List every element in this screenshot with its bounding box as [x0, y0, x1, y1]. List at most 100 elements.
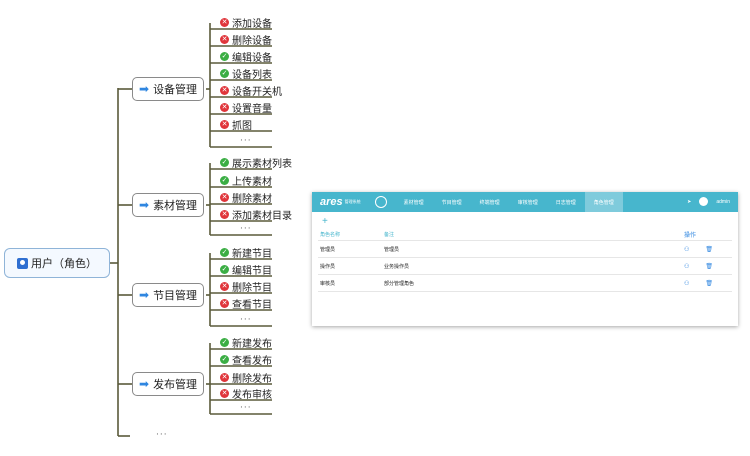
- app-nav: 素材管理 节目管理 终端管理 审核管理 日志管理 角色管理: [374, 192, 623, 212]
- permission-label: 新建发布: [232, 339, 272, 350]
- col-remark: 备注: [384, 231, 395, 238]
- permission-item: ✓新建节目: [220, 245, 272, 260]
- permission-item: ✓设备列表: [220, 66, 272, 81]
- delete-icon[interactable]: 🗑: [705, 263, 714, 270]
- branch-node: ➡发布管理: [132, 372, 204, 396]
- branch-label: 素材管理: [153, 199, 198, 212]
- col-ops: 操作: [684, 232, 697, 239]
- permission-item: ✓编辑节目: [220, 262, 272, 277]
- cross-icon: ✕: [220, 373, 229, 382]
- arrow-right-icon: ➡: [139, 82, 150, 96]
- add-role-button[interactable]: +: [322, 216, 328, 227]
- permission-label: 设备开关机: [232, 87, 282, 98]
- arrow-right-icon: ➡: [139, 288, 150, 302]
- arrow-right-icon: ➡: [139, 198, 150, 212]
- permission-label: 删除节目: [232, 283, 272, 294]
- arrow-right-icon: ➡: [139, 377, 150, 391]
- check-icon: ✓: [220, 176, 229, 185]
- embedded-app-screenshot: ares 管理系统 素材管理 节目管理 终端管理 审核管理 日志管理 角色管理 ➤ adm…: [312, 192, 738, 326]
- delete-icon[interactable]: 🗑: [705, 246, 714, 253]
- permission-item: ✕删除素材: [220, 190, 272, 205]
- permission-label: 删除设备: [232, 36, 272, 47]
- check-icon: ✓: [220, 248, 229, 257]
- permission-item: ✕删除发布: [220, 370, 272, 385]
- role-name: 管理员: [320, 246, 336, 253]
- table-row: 审核员部分管理角色⚇🗑: [318, 275, 732, 292]
- assign-user-icon[interactable]: ⚇: [684, 246, 690, 253]
- nav-item[interactable]: 角色管理: [584, 192, 623, 212]
- app-user-area: ➤ admin: [687, 197, 730, 206]
- nav-item[interactable]: 终端管理: [479, 199, 500, 206]
- more-items-ellipsis: ···: [240, 403, 252, 413]
- permission-item: ✓新建发布: [220, 335, 272, 350]
- permission-label: 上传素材: [232, 177, 272, 188]
- app-top-bar: ares 管理系统 素材管理 节目管理 终端管理 审核管理 日志管理 角色管理 ➤ adm…: [312, 192, 738, 212]
- user-name: admin: [716, 198, 730, 205]
- permission-label: 设备列表: [232, 70, 272, 81]
- permission-item: ✕抓图: [220, 117, 252, 132]
- root-node: 用户（角色）: [4, 248, 110, 278]
- permission-label: 添加设备: [232, 19, 272, 30]
- permission-label: 抓图: [232, 121, 252, 132]
- branch-node: ➡素材管理: [132, 193, 204, 217]
- cross-icon: ✕: [220, 389, 229, 398]
- root-label: 用户（角色）: [31, 257, 97, 270]
- permission-item: ✕删除节目: [220, 279, 272, 294]
- branch-node: ➡设备管理: [132, 77, 204, 101]
- permission-label: 展示素材列表: [232, 159, 292, 170]
- check-icon: ✓: [220, 52, 229, 61]
- cross-icon: ✕: [220, 282, 229, 291]
- permission-mindmap: 用户（角色） ➡设备管理✕添加设备✕删除设备✓编辑设备✓设备列表✕设备开关机✕设…: [0, 0, 300, 456]
- row-actions: ⚇🗑: [684, 280, 732, 287]
- table-header: 角色名称 备注 操作: [318, 228, 732, 241]
- permission-item: ✕添加素材目录: [220, 207, 292, 222]
- role-remark: 部分管理角色: [384, 280, 415, 287]
- more-items-ellipsis: ···: [240, 315, 252, 325]
- permission-item: ✕设置音量: [220, 100, 272, 115]
- cross-icon: ✕: [220, 35, 229, 44]
- row-actions: ⚇🗑: [684, 263, 732, 270]
- nav-item[interactable]: 素材管理: [403, 199, 424, 206]
- permission-label: 查看节目: [232, 300, 272, 311]
- permission-item: ✓上传素材: [220, 173, 272, 188]
- cross-icon: ✕: [220, 210, 229, 219]
- cross-icon: ✕: [220, 299, 229, 308]
- check-icon: ✓: [220, 158, 229, 167]
- check-icon: ✓: [220, 69, 229, 78]
- app-logo: ares: [320, 196, 343, 208]
- delete-icon[interactable]: 🗑: [705, 280, 714, 287]
- branch-node: ➡节目管理: [132, 283, 204, 307]
- permission-label: 编辑设备: [232, 53, 272, 64]
- table-row: 管理员管理员⚇🗑: [318, 241, 732, 258]
- role-name: 操作员: [320, 263, 336, 270]
- cross-icon: ✕: [220, 193, 229, 202]
- nav-item[interactable]: 节目管理: [441, 199, 462, 206]
- cross-icon: ✕: [220, 86, 229, 95]
- branch-label: 节目管理: [153, 289, 198, 302]
- permission-label: 删除素材: [232, 194, 272, 205]
- permission-label: 新建节目: [232, 249, 272, 260]
- send-icon[interactable]: ➤: [687, 198, 692, 205]
- user-icon: [17, 257, 28, 269]
- app-system-name: 管理系统: [344, 199, 361, 204]
- check-icon: ✓: [220, 355, 229, 364]
- role-name: 审核员: [320, 280, 336, 287]
- more-branches-ellipsis: ···: [156, 430, 168, 440]
- branch-label: 发布管理: [153, 378, 198, 391]
- permission-item: ✕删除设备: [220, 32, 272, 47]
- mindmap-connectors: [110, 23, 272, 437]
- assign-user-icon[interactable]: ⚇: [684, 263, 690, 270]
- check-icon: ✓: [220, 265, 229, 274]
- more-items-ellipsis: ···: [240, 136, 252, 146]
- permission-label: 编辑节目: [232, 266, 272, 277]
- permission-label: 发布审核: [232, 390, 272, 401]
- permission-label: 设置音量: [232, 104, 272, 115]
- permission-item: ✕发布审核: [220, 386, 272, 401]
- branch-label: 设备管理: [153, 83, 198, 96]
- nav-item[interactable]: 审核管理: [517, 199, 538, 206]
- home-icon[interactable]: [374, 196, 387, 208]
- assign-user-icon[interactable]: ⚇: [684, 280, 690, 287]
- row-actions: ⚇🗑: [684, 246, 732, 253]
- avatar[interactable]: [699, 197, 709, 206]
- nav-item[interactable]: 日志管理: [555, 199, 576, 206]
